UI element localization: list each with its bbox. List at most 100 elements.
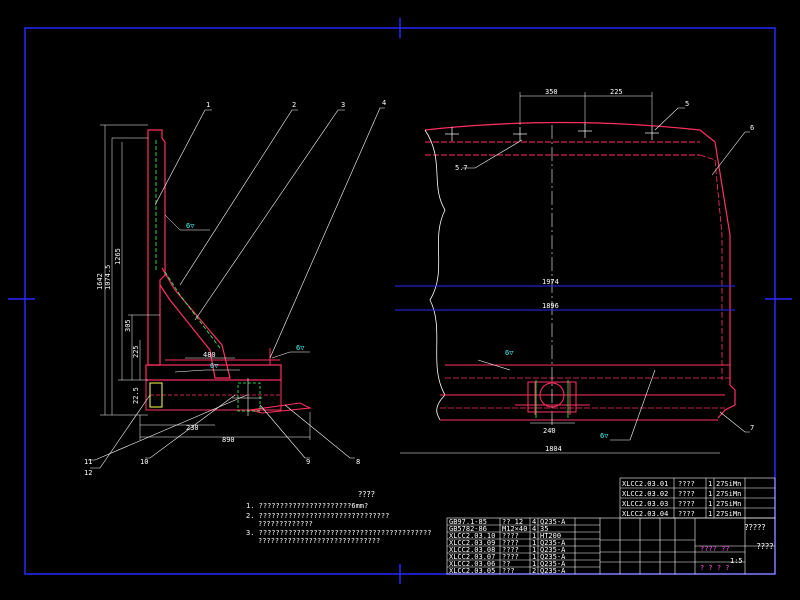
upper-row-qty: 1 bbox=[708, 480, 712, 488]
lower-row-code: XLCC2.03.09 bbox=[449, 539, 495, 547]
top-bolts bbox=[445, 124, 659, 141]
parts-table-upper-grid bbox=[619, 477, 776, 519]
lower-row-code: XLCC2.03.05 bbox=[449, 567, 495, 575]
upper-row-name: ???? bbox=[678, 510, 695, 518]
dim-480: 480 bbox=[203, 351, 216, 359]
weld-label-1: 6▽ bbox=[186, 222, 195, 230]
dim-225-top: 225 bbox=[610, 88, 623, 96]
upper-row-mat: 27SiMn bbox=[716, 500, 741, 508]
lower-row-mat: Q235-A bbox=[540, 518, 566, 526]
callout-3: 3 bbox=[341, 101, 345, 109]
lower-row-code: XLCC2.03.06 bbox=[449, 560, 495, 568]
upper-row-mat: 27SiMn bbox=[716, 490, 741, 498]
title-sheet-a: ???? ?? bbox=[700, 545, 730, 553]
lower-row-qty: 1 bbox=[532, 546, 536, 554]
notes-title: ???? bbox=[358, 490, 375, 499]
weld-leaders bbox=[164, 214, 310, 373]
upper-row-mat: 27SiMn bbox=[716, 480, 741, 488]
lower-row-qty: 1 bbox=[532, 553, 536, 561]
parts-table-lower: GB97.1-85 ?? 12 4 Q235-A GB5782-86 M12×4… bbox=[449, 518, 566, 575]
dim-1642: 1642 bbox=[96, 273, 104, 290]
lower-row-qty: 2 bbox=[532, 567, 536, 575]
upper-row-code: XLCC2.03.02 bbox=[622, 490, 668, 498]
lower-row-qty: 4 bbox=[532, 525, 536, 533]
lower-row-mat: HT200 bbox=[540, 532, 561, 540]
callout-7: 7 bbox=[750, 424, 754, 432]
lower-row-name: ?? 12 bbox=[502, 518, 523, 526]
lower-row-mat: Q235-A bbox=[540, 567, 566, 575]
notes-line-1: 1. ??????????????????????6mm? bbox=[246, 502, 368, 510]
notes-line-3a: 3. ?????????????????????????????????????… bbox=[246, 529, 431, 537]
upper-row-name: ???? bbox=[678, 500, 695, 508]
lower-row-qty: 1 bbox=[532, 560, 536, 568]
upper-row-code: XLCC2.03.03 bbox=[622, 500, 668, 508]
upper-row-mat: 27SiMn bbox=[716, 510, 741, 518]
dim-230: 230 bbox=[186, 424, 199, 432]
lower-row-code: XLCC2.03.07 bbox=[449, 553, 495, 561]
dim-22-5: 22.5 bbox=[132, 387, 140, 404]
lower-row-code: GB97.1-85 bbox=[449, 518, 487, 526]
dim-350: 350 bbox=[545, 88, 558, 96]
lower-row-name: ?? bbox=[502, 560, 510, 568]
dim-225: 225 bbox=[132, 345, 140, 358]
weld-label-mid: 6▽ bbox=[505, 349, 514, 357]
upper-row-qty: 1 bbox=[708, 490, 712, 498]
notes-line-3b: ????????????????????????????? bbox=[258, 537, 380, 545]
lower-row-mat: 35 bbox=[540, 525, 548, 533]
lower-row-name: ???? bbox=[502, 546, 519, 554]
tall-plate bbox=[147, 129, 166, 366]
parts-table-lower-grid bbox=[446, 517, 776, 575]
lower-row-mat: Q235-A bbox=[540, 539, 566, 547]
right-view bbox=[395, 92, 750, 454]
dim-240: 240 bbox=[543, 427, 556, 435]
lower-row-mat: Q235-A bbox=[540, 560, 566, 568]
hinge-bolts bbox=[535, 380, 569, 418]
notes-line-2a: 2. ??????????????????????????????? bbox=[246, 512, 389, 520]
dim-1265: 1265 bbox=[114, 248, 122, 265]
callout-6: 6 bbox=[750, 124, 754, 132]
lower-row-name: ???? bbox=[502, 539, 519, 547]
parts-table-upper: XLCC2.03.01 ???? 1 27SiMn XLCC2.03.02 ??… bbox=[622, 480, 741, 518]
dim-1896: 1896 bbox=[542, 302, 559, 310]
dim-1974: 1974 bbox=[542, 278, 559, 286]
dim-1074: 1074.5 bbox=[104, 265, 112, 290]
toe-plate bbox=[249, 402, 312, 414]
weld-label-2: 6▽ bbox=[210, 362, 219, 370]
callout-1: 1 bbox=[206, 101, 210, 109]
upper-row-code: XLCC2.03.01 bbox=[622, 480, 668, 488]
title-name-2: ???? bbox=[757, 542, 774, 551]
dim-1804: 1804 bbox=[545, 445, 562, 453]
left-dimensions bbox=[100, 124, 311, 440]
lower-row-code: XLCC2.03.08 bbox=[449, 546, 495, 554]
top-arc bbox=[424, 121, 716, 143]
lower-row-qty: 1 bbox=[532, 532, 536, 540]
upper-row-qty: 1 bbox=[708, 500, 712, 508]
lower-row-code: GB5782-86 bbox=[449, 525, 487, 533]
weld-label-bot: 6▽ bbox=[600, 432, 609, 440]
notes-line-2b: ????????????? bbox=[258, 520, 313, 528]
top-dimensions bbox=[519, 92, 653, 125]
title-scale: 1:5 bbox=[730, 557, 743, 565]
callout-5: 5 bbox=[685, 100, 689, 108]
callout-11: 11 bbox=[84, 458, 92, 466]
upper-row-name: ???? bbox=[678, 490, 695, 498]
base-plate-low bbox=[145, 379, 282, 411]
upper-row-name: ???? bbox=[678, 480, 695, 488]
right-callout-leaders bbox=[462, 107, 750, 441]
callout-12: 12 bbox=[84, 469, 92, 477]
right-profile-inner bbox=[699, 154, 723, 380]
lower-row-name: ??? bbox=[502, 567, 515, 575]
lower-row-qty: 1 bbox=[532, 539, 536, 547]
left-callout-leaders bbox=[88, 107, 385, 469]
title-name-1: ????? bbox=[744, 523, 765, 532]
callout-8: 8 bbox=[356, 458, 360, 466]
callout-4: 4 bbox=[382, 99, 386, 107]
upper-row-qty: 1 bbox=[708, 510, 712, 518]
dim-890: 890 bbox=[222, 436, 235, 444]
diagonal-brace-hidden bbox=[164, 271, 221, 349]
break-line bbox=[424, 129, 446, 421]
lower-row-qty: 4 bbox=[532, 518, 536, 526]
left-view bbox=[88, 107, 385, 469]
upper-row-code: XLCC2.03.04 bbox=[622, 510, 668, 518]
